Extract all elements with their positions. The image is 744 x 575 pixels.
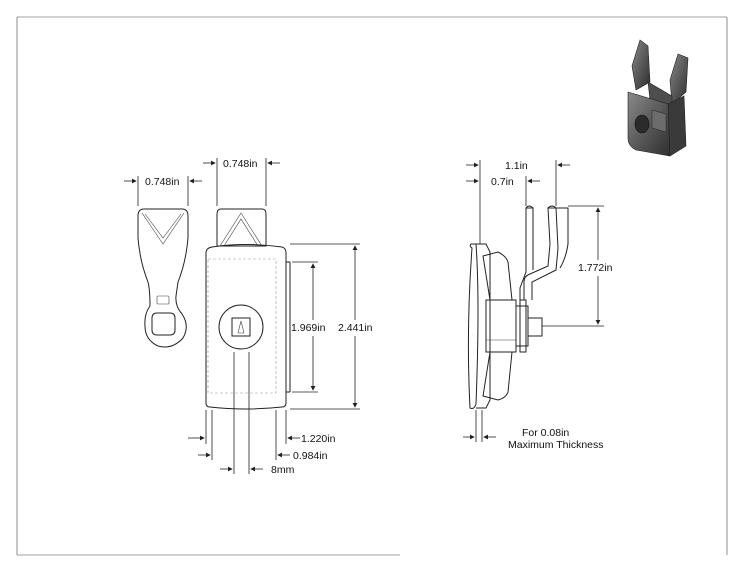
- label-window-height: 1.969in: [291, 322, 326, 334]
- latch-side-view: [467, 205, 569, 409]
- dim-8mm: 8mm: [220, 352, 295, 476]
- label-side-offset: 0.7in: [491, 176, 514, 188]
- label-1220: 1.220in: [301, 433, 336, 445]
- sheet-border: [16, 16, 728, 556]
- label-fork-height: 1.772in: [578, 262, 613, 274]
- dim-0748-top: 0.748in: [203, 158, 280, 206]
- label-shaft: 8mm: [271, 464, 295, 476]
- latch-front-view: [205, 208, 291, 410]
- label-0984: 0.984in: [293, 450, 328, 462]
- dim-1969: 1.969in: [291, 261, 326, 393]
- dim-1-1in: 1.1in: [466, 160, 570, 244]
- dim-0748-left: 0.748in: [124, 176, 202, 206]
- label-cam-width: 0.748in: [223, 158, 258, 170]
- dim-0-7in: 0.7in: [466, 176, 540, 206]
- dim-1-772in: 1.772in: [542, 205, 613, 327]
- dim-thickness: For 0.08in Maximum Thickness: [463, 410, 604, 451]
- label-latch-width: 0.748in: [145, 176, 180, 188]
- note-line-2: Maximum Thickness: [508, 439, 604, 451]
- label-body-height: 2.441in: [338, 322, 373, 334]
- label-side-depth: 1.1in: [505, 160, 528, 172]
- cam-part: [137, 208, 189, 348]
- dim-2441: 2.441in: [290, 243, 373, 410]
- latch-3d-thumbnail: [627, 39, 689, 157]
- note-line-1: For 0.08in: [522, 427, 569, 439]
- dim-0984: 0.984in: [198, 410, 328, 462]
- dim-1220: 1.220in: [188, 410, 336, 445]
